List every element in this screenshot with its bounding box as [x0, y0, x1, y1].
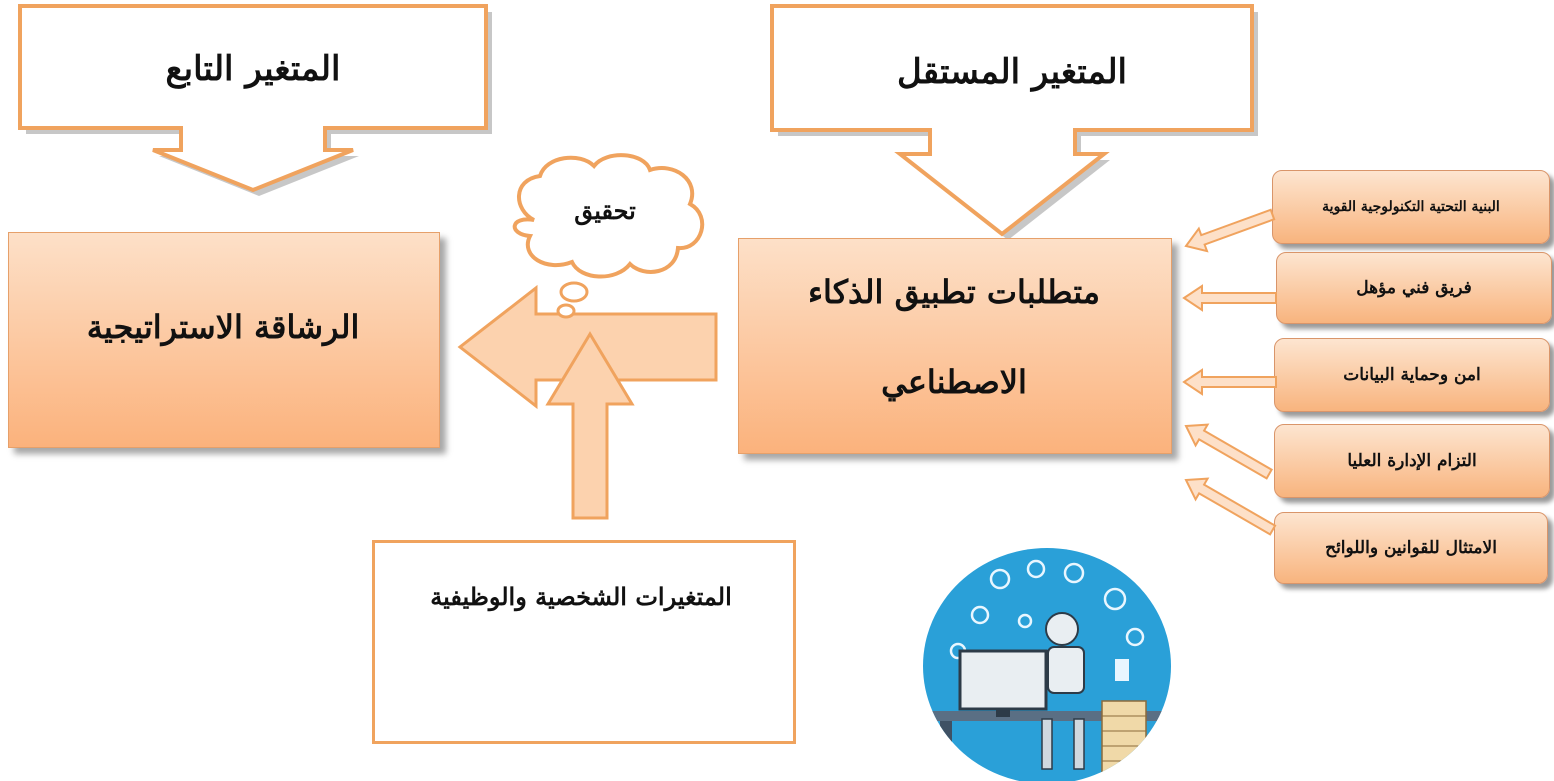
- factor-data-security: امن وحماية البيانات: [1274, 338, 1550, 412]
- personal-variables-label: المتغيرات الشخصية والوظيفية: [430, 581, 732, 611]
- dependent-variable-callout: [18, 4, 492, 196]
- factor-technical-team: فريق فني مؤهل: [1276, 252, 1552, 324]
- arrow-factor-4: [1184, 423, 1274, 480]
- ai-requirements-line-2: الاصطناعي: [881, 363, 1027, 401]
- robot-at-desk-icon: [923, 548, 1171, 781]
- arrow-factor-1: [1184, 208, 1276, 253]
- arrow-factor-3: [1182, 368, 1277, 396]
- independent-variable-callout: [0, 0, 540, 260]
- strategic-agility-box: [8, 232, 440, 448]
- personal-variables-box: [372, 540, 796, 744]
- factor-compliance: الامتثال للقوانين واللوائح: [1274, 512, 1548, 584]
- ai-requirements-box: [738, 238, 1172, 454]
- up-arrow: [545, 331, 635, 520]
- dependent-variable-label: المتغير التابع: [165, 49, 341, 89]
- strategic-agility-label: الرشاقة الاستراتيجية: [86, 308, 360, 346]
- independent-variable-callout-shape: [770, 4, 1258, 240]
- factor-infrastructure: البنية التحتية التكنولوجية القوية: [1272, 170, 1550, 244]
- arrow-factor-5: [1184, 477, 1277, 536]
- independent-variable-label: المتغير المستقل: [897, 52, 1127, 92]
- factor-arrows: [1182, 208, 1277, 536]
- ai-requirements-line-1: متطلبات تطبيق الذكاء: [807, 273, 1101, 311]
- arrow-factor-2: [1182, 284, 1277, 312]
- factor-management-commitment: التزام الإدارة العليا: [1274, 424, 1550, 498]
- cloud-label: تحقيق: [574, 195, 636, 225]
- thought-cloud: [512, 153, 705, 319]
